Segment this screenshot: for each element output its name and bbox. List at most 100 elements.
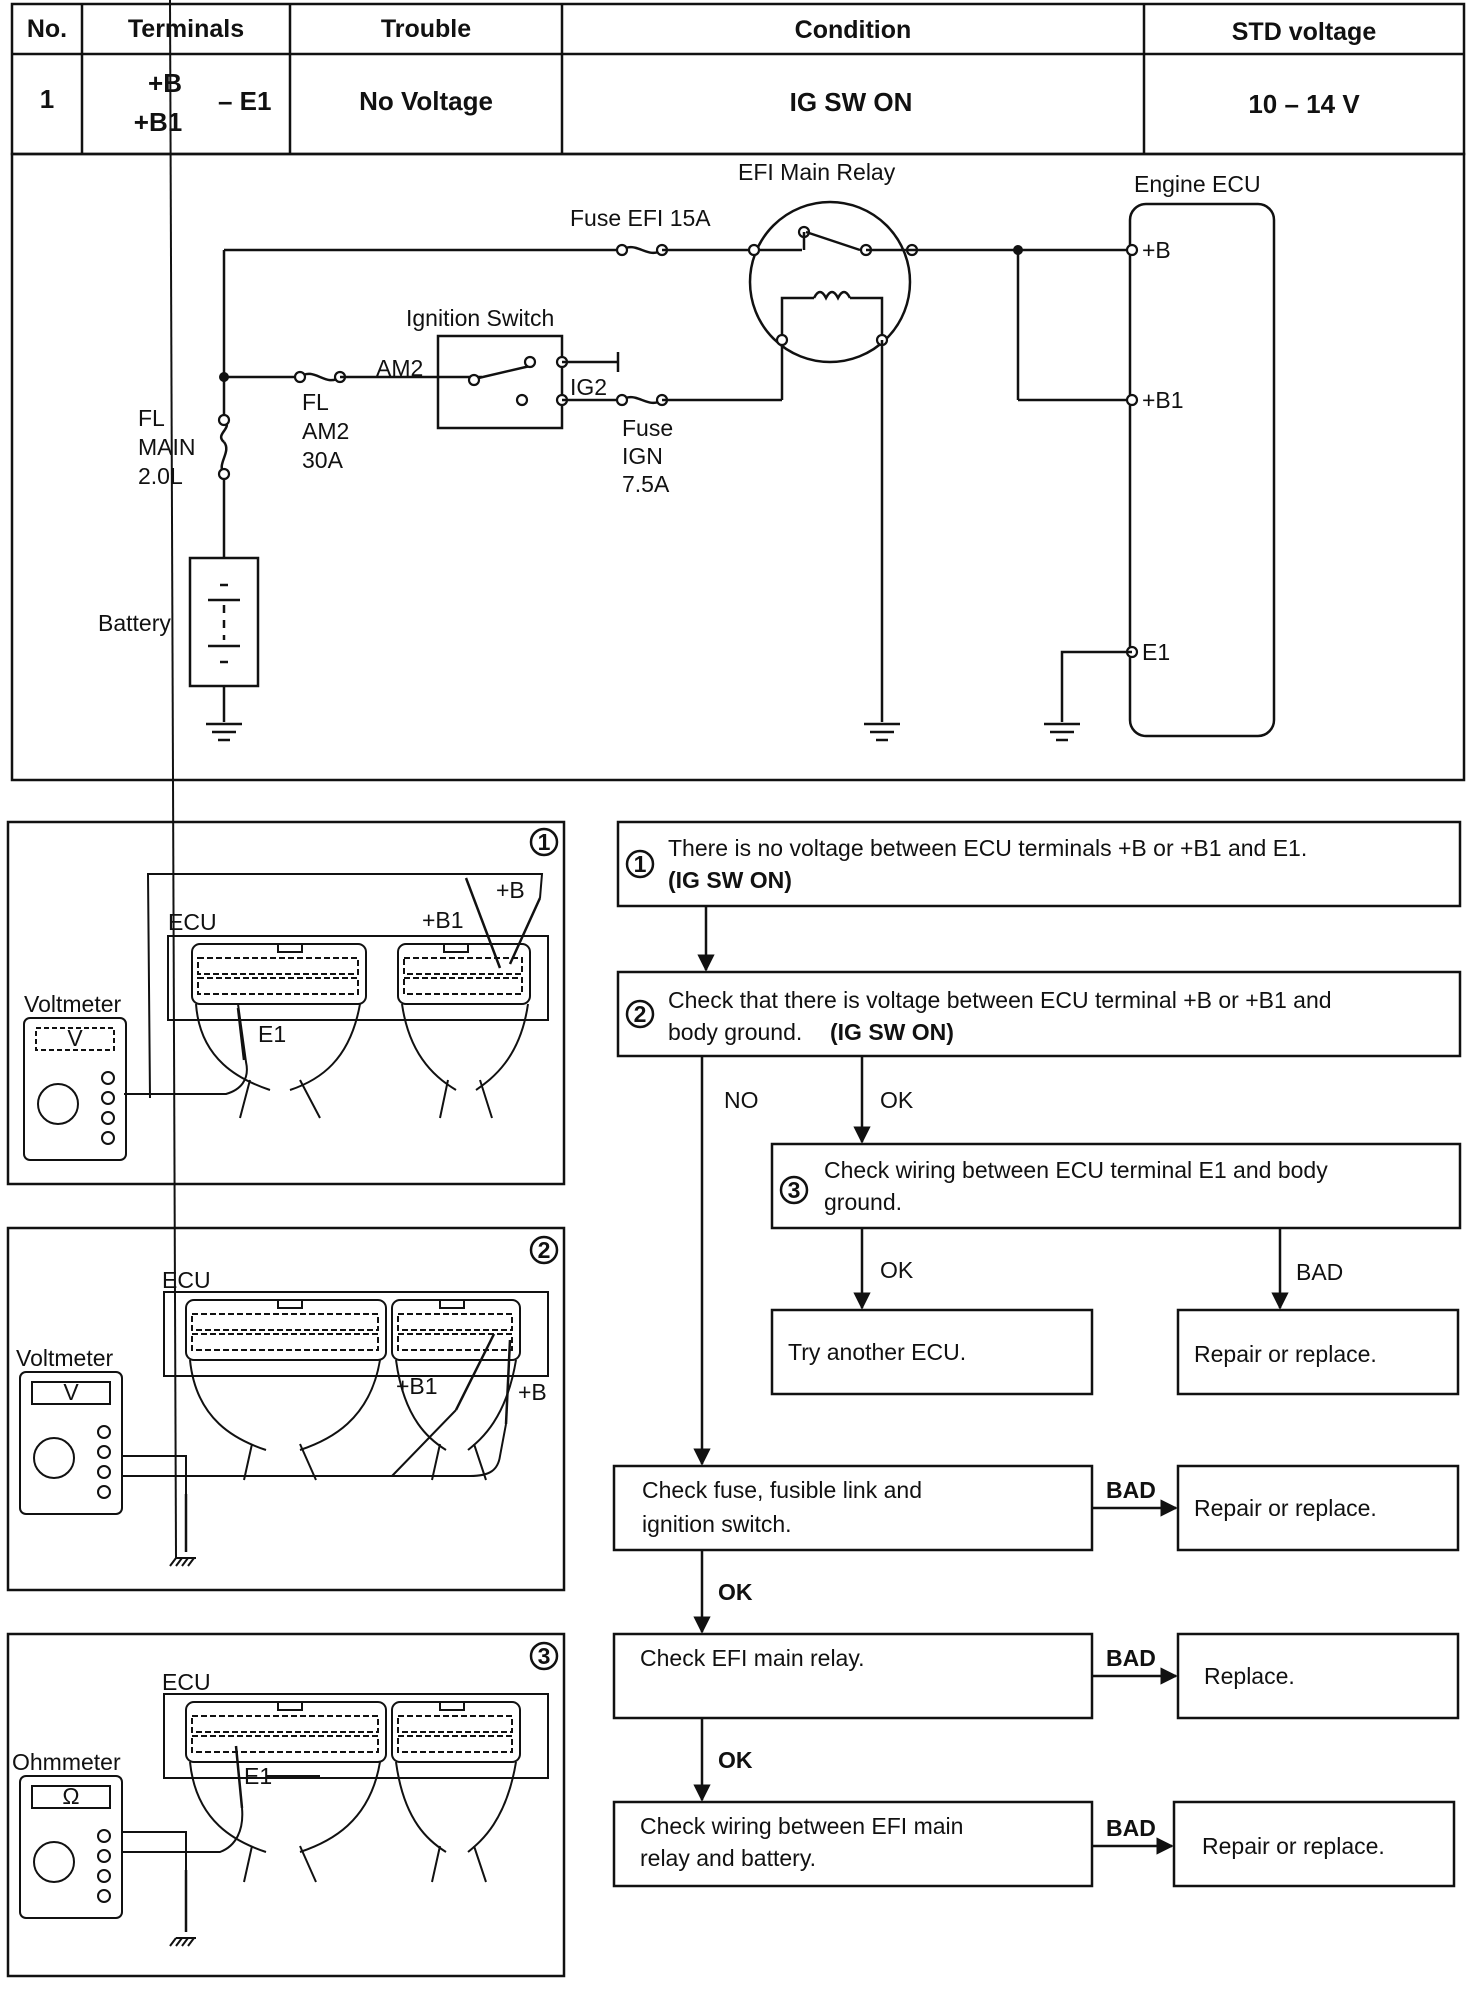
flowchart: 1 There is no voltage between ECU termin… [612,820,1462,1888]
voltmeter-icon: V [23,1017,127,1161]
flow-label-no: NO [724,1087,759,1113]
flow-label-ok-3: OK [718,1579,753,1605]
flow-label-bad-2: BAD [1106,1477,1156,1503]
efi-main-relay [747,200,919,364]
illustration-3: 3 ECU E1 Ohmmeter Ω [6,1632,566,1978]
flow-repair-3: Repair or replace. [1202,1833,1385,1859]
fuse-ign-label-3: 7.5A [622,471,670,497]
header-no: No. [27,15,67,43]
cell-trouble: No Voltage [359,86,493,116]
ecu-connector-icon [163,1291,549,1481]
fuse-efi-label: Fuse EFI 15A [570,205,711,231]
illustration-1-probe-e1: E1 [258,1021,286,1047]
fl-am2-label-1: FL [302,389,329,415]
flow-step-1-line1: There is no voltage between ECU terminal… [668,835,1307,861]
flow-repair-1-box [1176,1308,1460,1396]
flow-check-wiring-box [612,1800,1094,1888]
illustration-2-number: 2 [538,1237,551,1263]
flow-step-2-line2a: body ground. [668,1019,802,1045]
illustration-2-meter-label: Voltmeter [16,1345,113,1371]
flow-step-3-box [770,1142,1462,1230]
flow-step-2-line1: Check that there is voltage between ECU … [668,987,1332,1013]
flow-repair-3-box [1172,1800,1456,1888]
illustration-3-ecu-label: ECU [162,1669,211,1695]
ground-icon [206,722,242,742]
illustration-1-probe-b1: +B1 [422,907,464,933]
ecu-connector-icon [167,935,549,1119]
spec-table: No. Terminals Trouble Condition STD volt… [10,2,1466,156]
illustration-3-number: 3 [538,1643,551,1669]
flow-repair-2-box [1176,1464,1460,1552]
engine-ecu-box [1128,202,1276,738]
flow-label-bad-1: BAD [1296,1259,1343,1285]
header-condition: Condition [795,16,912,44]
illustration-2: 2 ECU +B1 +B Voltmeter V [6,0,566,1592]
ground-icon [1044,722,1080,742]
flow-label-bad-3: BAD [1106,1645,1156,1671]
ecu-terminal-e1: E1 [1142,639,1170,665]
flow-check-relay: Check EFI main relay. [640,1645,865,1671]
flow-step-2-line2b: (IG SW ON) [830,1019,954,1045]
illustration-1-meter-label: Voltmeter [24,991,121,1017]
header-trouble: Trouble [381,15,471,43]
illustration-2-probe-b: +B [518,1379,547,1405]
illustration-2-meter-symbol: V [63,1379,79,1405]
engine-ecu-label: Engine ECU [1134,171,1261,197]
fuse-ign-label-1: Fuse [622,415,673,441]
flow-replace-box [1176,1632,1460,1720]
flow-step-3-number: 3 [788,1177,801,1203]
flow-label-ok-4: OK [718,1747,753,1773]
fuse-ign-label-2: IGN [622,443,663,469]
flow-check-fuse-line2: ignition switch. [642,1511,792,1537]
flow-try-ecu-box [770,1308,1094,1396]
cell-no: 1 [40,84,54,114]
illustration-3-probe-e1: E1 [244,1763,272,1789]
illustration-3-meter-label: Ohmmeter [12,1749,121,1775]
am2-label: AM2 [376,355,423,381]
flow-label-ok-1: OK [880,1087,914,1113]
ohmmeter-icon: Ω [19,1775,123,1919]
flow-step-2-box [616,970,1462,1058]
battery-label: Battery [98,610,171,636]
ecu-terminal-b: +B [1142,237,1171,263]
flow-check-wiring-line2: relay and battery. [640,1845,816,1871]
fl-main-label-3: 2.0L [138,463,183,489]
illustration-1-probe-b: +B [496,877,525,903]
flow-step-1-box [616,820,1462,908]
flow-repair-2: Repair or replace. [1194,1495,1377,1521]
voltmeter-icon: V [19,1371,123,1515]
fl-am2-label-3: 30A [302,447,344,473]
flow-label-ok-2: OK [880,1257,914,1283]
cell-condition: IG SW ON [790,87,913,117]
cell-std-voltage: 10 – 14 V [1248,89,1360,119]
illustration-3-meter-symbol: Ω [62,1783,79,1809]
flow-step-1-number: 1 [634,851,647,877]
wiring-schematic: Battery FL MAIN 2.0L FL AM2 30A AM2 Ig [10,152,1466,782]
fl-main-label-2: MAIN [138,434,196,460]
ecu-connector-icon [163,1693,549,1883]
illustration-2-probe-b1: +B1 [396,1373,438,1399]
illustration-1-number: 1 [538,829,551,855]
cell-terminal-b: +B [148,68,182,98]
battery-symbol [188,556,260,688]
flow-step-1-line2: (IG SW ON) [668,867,792,893]
efi-main-relay-label: EFI Main Relay [738,159,896,185]
fl-main-label-1: FL [138,405,165,431]
flow-step-3-line2: ground. [824,1189,902,1215]
flow-step-2-number: 2 [634,1001,647,1027]
flow-check-fuse-line1: Check fuse, fusible link and [642,1477,922,1503]
flow-step-3-line1: Check wiring between ECU terminal E1 and… [824,1157,1328,1183]
ig2-label: IG2 [570,374,607,400]
flow-label-bad-4: BAD [1106,1815,1156,1841]
flow-replace: Replace. [1204,1663,1295,1689]
fl-am2-label-2: AM2 [302,418,349,444]
cell-terminal-e1: – E1 [218,86,272,116]
cell-terminal-b1: +B1 [134,107,182,137]
illustration-1-meter-symbol: V [67,1025,83,1051]
illustration-1: 1 ECU +B1 +B E1 Voltmeter [6,820,566,1186]
illustration-2-ecu-label: ECU [162,1267,211,1293]
ignition-switch-label: Ignition Switch [406,305,554,331]
flow-check-wiring-line1: Check wiring between EFI main [640,1813,963,1839]
flow-try-ecu: Try another ECU. [788,1339,966,1365]
